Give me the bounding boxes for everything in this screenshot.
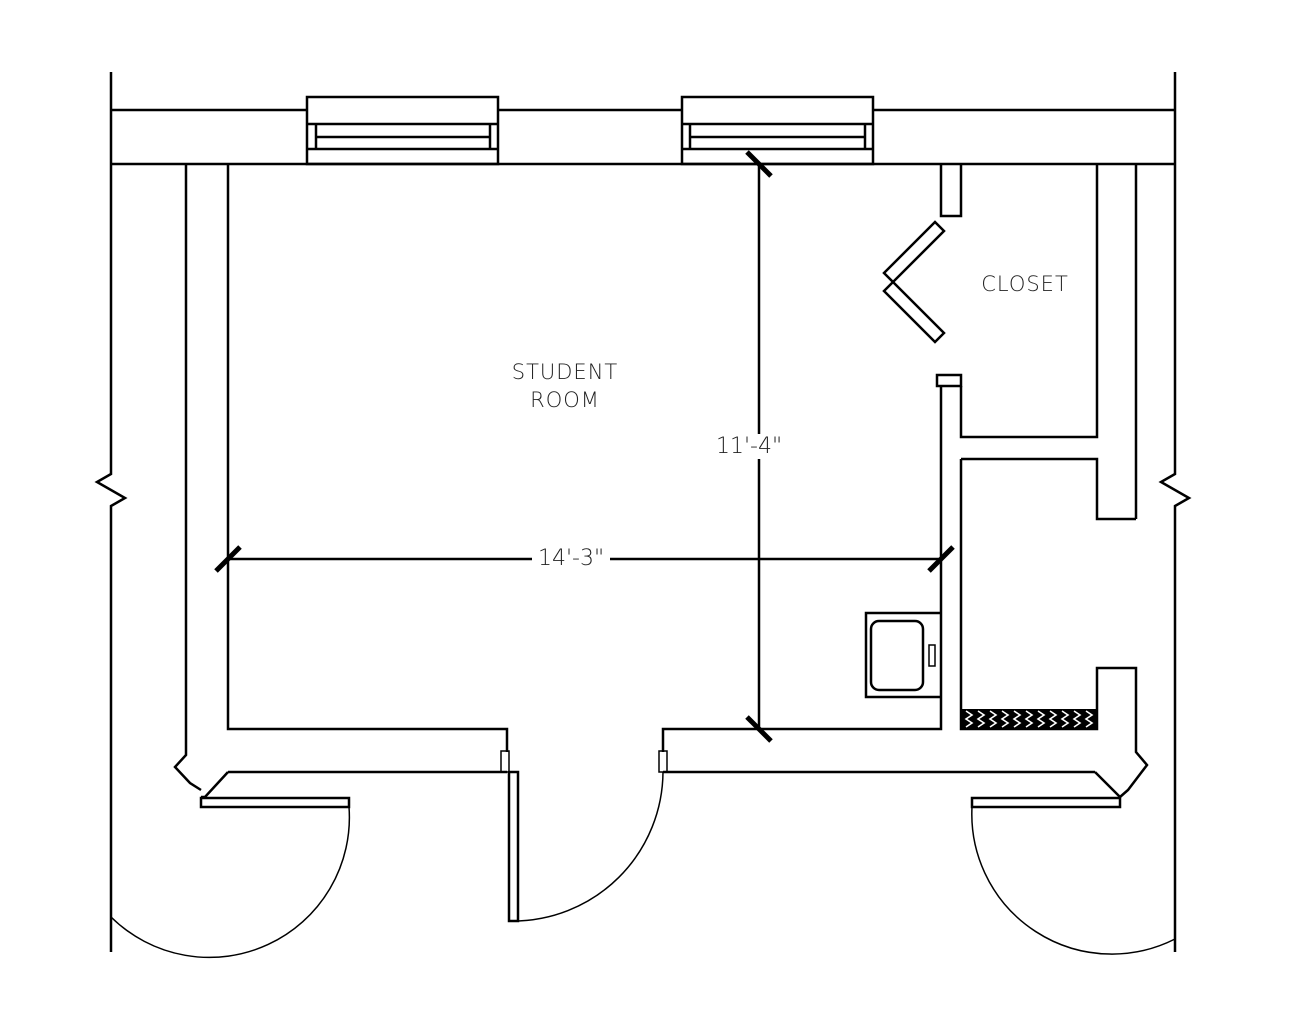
room-label-closet: CLOSET xyxy=(981,272,1069,296)
wall-left xyxy=(173,164,509,799)
window-right xyxy=(680,95,875,166)
corridor-door-left xyxy=(110,796,351,959)
shelf-hatch xyxy=(961,709,1097,729)
window-left xyxy=(305,95,500,166)
entry-door xyxy=(500,750,668,923)
left-boundary xyxy=(94,72,128,952)
corridor-door-right xyxy=(970,796,1176,955)
dimension-label-depth: 11'-4" xyxy=(710,434,789,459)
room-label-student-room: STUDENT ROOM xyxy=(490,360,640,412)
closet-walls xyxy=(935,164,1149,798)
dimension-label-width: 14'-3" xyxy=(532,546,611,571)
exterior-wall-top xyxy=(111,108,1175,166)
room-label-line1: STUDENT xyxy=(511,360,619,384)
room-label-line2: ROOM xyxy=(530,388,600,412)
closet-bifold-door xyxy=(882,220,946,344)
sink xyxy=(864,611,941,699)
right-boundary xyxy=(1158,72,1192,952)
